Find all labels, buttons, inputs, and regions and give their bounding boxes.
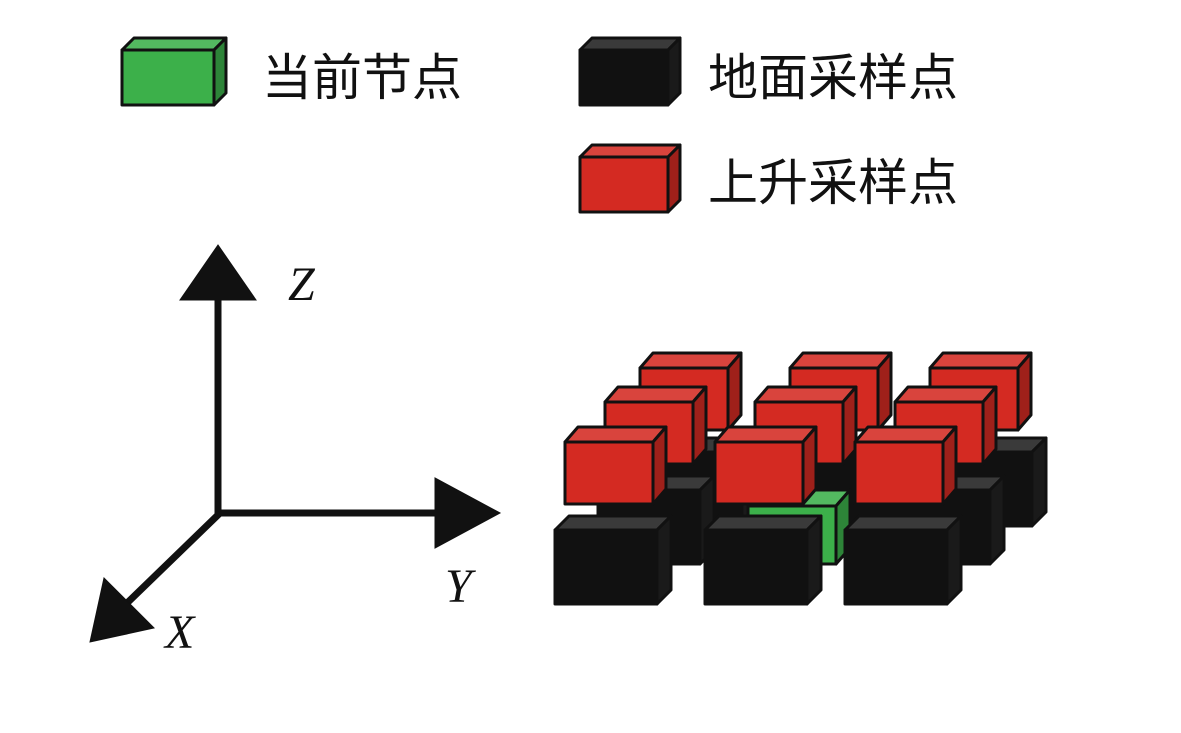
z-arrow-icon [179,244,257,301]
top-face [638,351,743,370]
front-face [713,440,805,506]
top-face [713,425,818,444]
side-face [666,143,682,214]
front-face [578,48,670,107]
x-arrow-icon [89,576,156,643]
top-face [120,36,228,52]
side-face [666,36,682,107]
legend-current-node-label: 当前节点 [262,49,462,107]
front-face [120,48,216,107]
raised-sample-cube [853,425,958,506]
z-axis-label: Z [288,258,316,311]
legend: 当前节点 地面采样点 上升采样点 [120,36,958,214]
top-face [853,425,958,444]
legend-current-node-cube [120,36,228,107]
legend-raised-sample-cube [578,143,682,214]
side-face [988,474,1006,566]
front-face [578,155,670,214]
side-face [981,385,998,466]
top-face [553,514,673,532]
front-face [703,528,809,606]
front-face [563,440,655,506]
top-face [893,385,998,404]
front-face [853,440,945,506]
ground-sample-cube [553,514,673,606]
side-face [655,514,673,606]
y-axis-label: Y [445,560,476,613]
top-face [703,514,823,532]
raised-sample-cube [713,425,818,506]
side-face [945,514,963,606]
side-face [801,425,818,506]
raised-sample-cube [563,425,668,506]
x-axis-label: X [163,606,196,659]
cube-grid [553,351,1048,606]
top-face [563,425,668,444]
top-face [603,385,708,404]
cube [578,36,682,107]
ground-sample-cube [703,514,823,606]
side-face [651,425,668,506]
legend-ground-sample-cube [578,36,682,107]
side-face [805,514,823,606]
top-face [578,36,682,52]
side-face [726,351,743,432]
side-face [876,351,893,432]
top-face [788,351,893,370]
axes [89,244,502,643]
front-face [843,528,949,606]
top-face [928,351,1033,370]
cube [578,143,682,214]
side-face [212,36,228,107]
side-face [941,425,958,506]
top-face [843,514,963,532]
x-axis [122,510,223,608]
cube [120,36,228,107]
front-face [553,528,659,606]
y-arrow-icon [434,477,502,549]
top-face [578,143,682,159]
side-face [691,385,708,466]
ground-sample-cube [843,514,963,606]
side-face [1016,351,1033,432]
legend-raised-sample-label: 上升采样点 [708,154,958,212]
side-face [1030,436,1048,528]
legend-ground-sample-label: 地面采样点 [708,49,958,107]
top-face [753,385,858,404]
